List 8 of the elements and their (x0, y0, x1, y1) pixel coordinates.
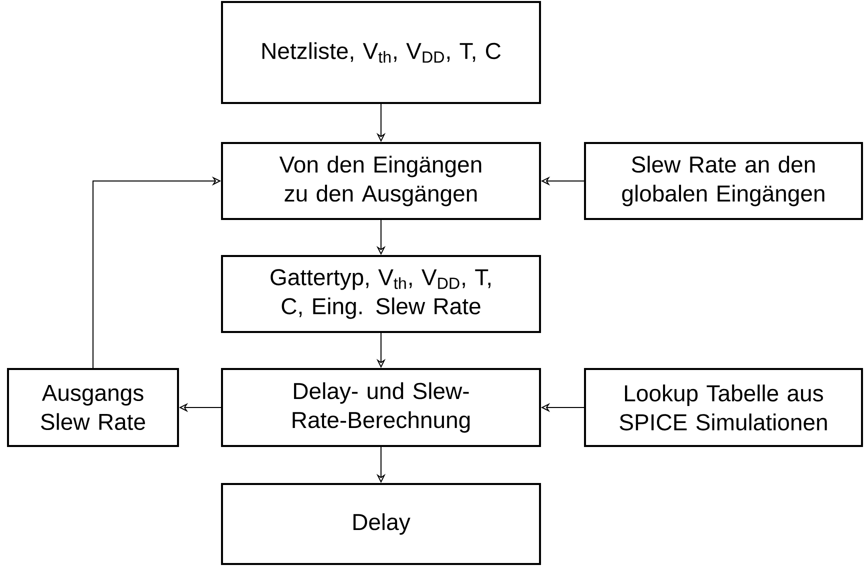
process-box: Gattertyp, V$_{th}$, V$_{DD}$, T, C, Eing. Slew Rate (221, 255, 541, 333)
process-box: Von den Eingängen zu den Ausgängen (221, 142, 541, 220)
process-box: Delay (221, 483, 541, 565)
process-box: Lookup Tabelle aus SPICE Simulationen (584, 368, 863, 447)
process-box: Delay- und Slew-Rate-Berechnung (221, 368, 541, 447)
process-box: Ausgangs Slew Rate (7, 368, 179, 447)
process-box: Netzliste, V$_{th}$, V$_{DD}$, T, C (221, 1, 541, 104)
process-box: Slew Rate an den globalen Eingängen (584, 142, 863, 220)
